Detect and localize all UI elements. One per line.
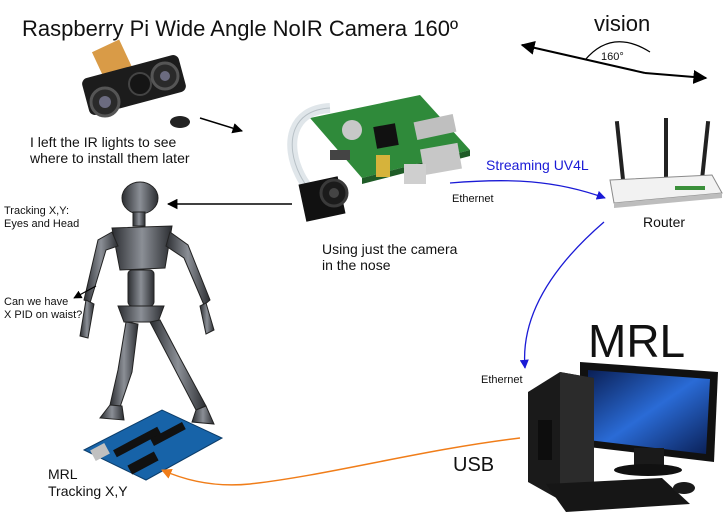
mrl-tracking-label: MRL Tracking X,Y <box>48 466 128 499</box>
vision-right-ray <box>644 69 708 84</box>
arduino-board-icon <box>82 409 224 481</box>
tracking-eyes-head-label: Tracking X,Y: Eyes and Head <box>4 205 80 230</box>
stream-arrow <box>449 179 606 200</box>
ir-lights-note: I left the IR lights to see where to ins… <box>30 134 190 167</box>
pid-waist-question: Can we have X PID on waist? <box>4 296 83 321</box>
ethernet-arrow <box>519 221 605 369</box>
diagram-title: Raspberry Pi Wide Angle NoIR Camera 160º <box>22 16 459 41</box>
usb-label: USB <box>453 454 495 476</box>
desktop-pc-icon <box>528 362 718 512</box>
vision-angle-diagram <box>520 40 708 84</box>
usb-arrow <box>161 437 521 486</box>
ir-camera-icon <box>82 39 190 128</box>
camera-module-icon <box>298 176 349 222</box>
vision-left-ray <box>520 40 646 74</box>
vision-arc <box>584 41 651 61</box>
streaming-label: Streaming UV4L <box>486 157 589 173</box>
robot-icon <box>79 181 215 425</box>
vision-label: vision <box>594 11 651 36</box>
ethernet-label-bottom: Ethernet <box>481 374 523 386</box>
router-icon <box>609 118 723 208</box>
arrow-pid-to-waist <box>73 285 97 299</box>
ethernet-label-top: Ethernet <box>452 193 494 205</box>
raspberry-pi-board-icon <box>310 95 470 184</box>
arrow-camera-to-pi <box>199 117 244 134</box>
vision-angle-label: 160° <box>601 51 624 63</box>
router-label: Router <box>643 214 686 230</box>
mrl-pc-label: MRL <box>588 315 686 367</box>
nose-camera-note: Using just the camera in the nose <box>322 241 458 274</box>
